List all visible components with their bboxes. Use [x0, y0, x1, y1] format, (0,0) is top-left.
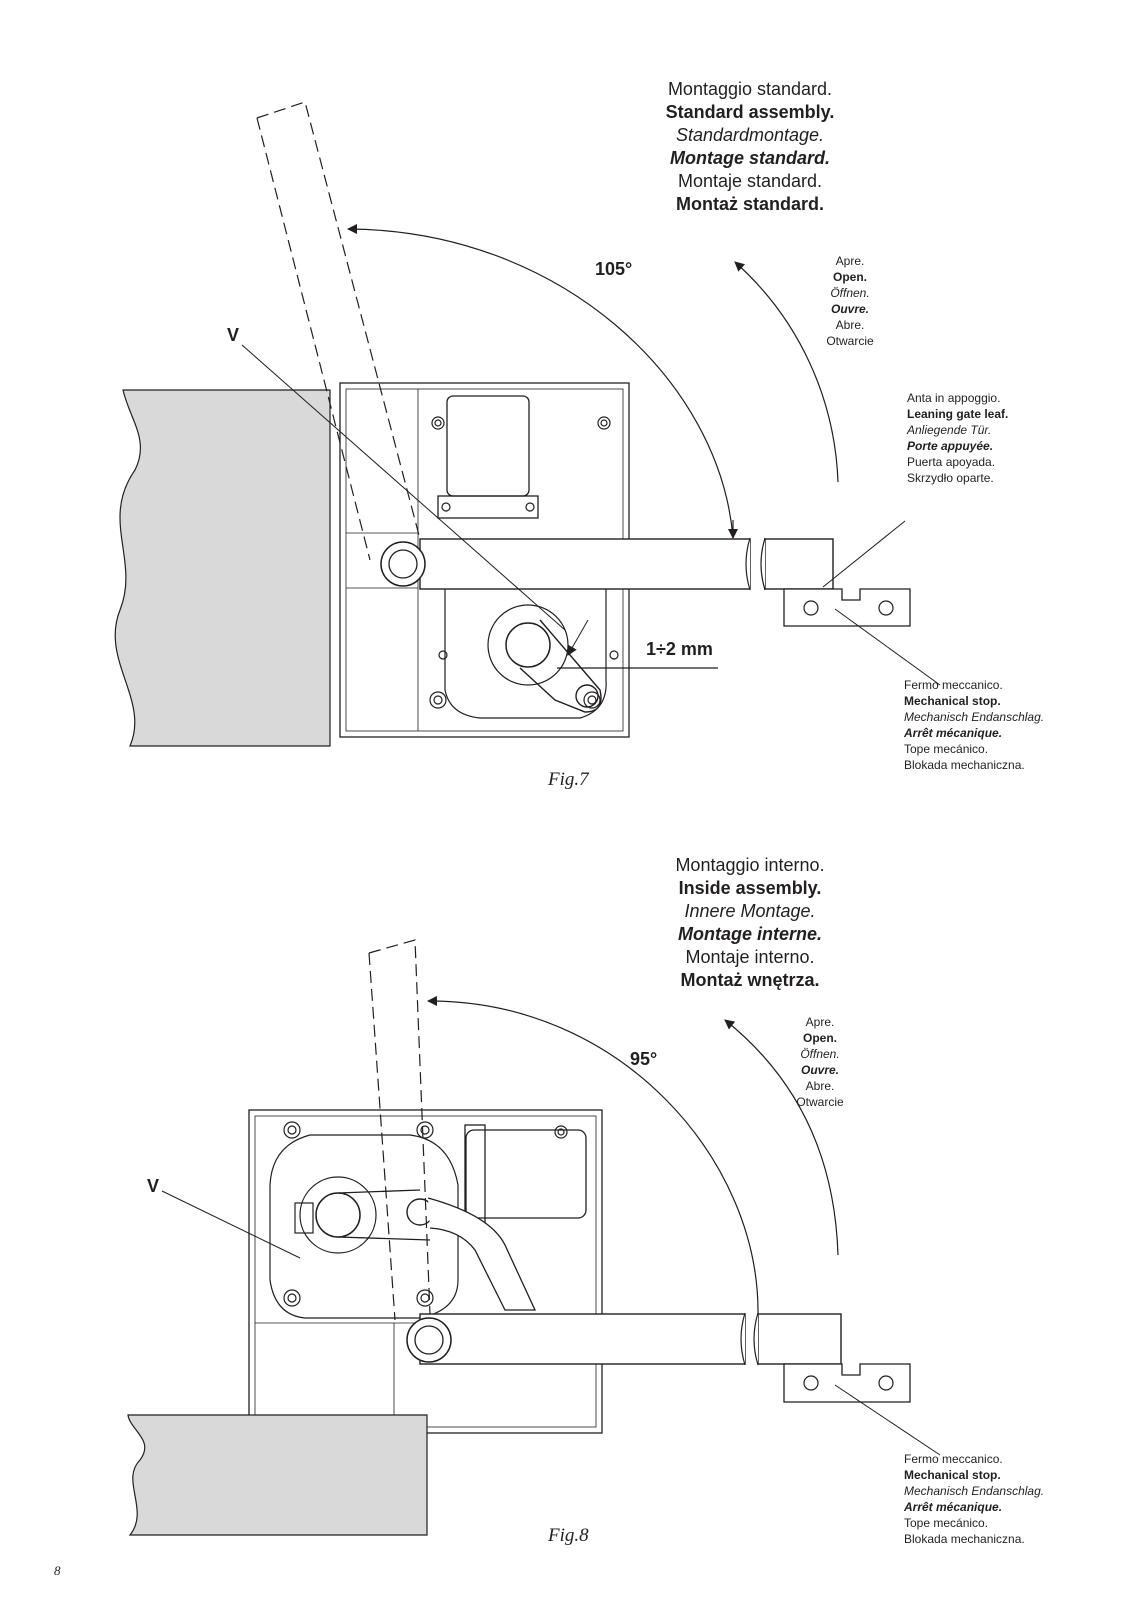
fig7-open-label: Apre. Open. Öffnen. Ouvre. Abre. Otwarci… [810, 253, 890, 349]
fig8-open-fr: Ouvre. [800, 1063, 839, 1077]
fig8-title-fr: Montage interne. [677, 924, 822, 944]
fig7-stop-pl: Blokada mechaniczna. [904, 758, 1025, 772]
fig7-title-block: Montaggio standard. Standard assembly. S… [630, 78, 870, 216]
fig8-open-leaf [368, 939, 431, 1321]
fig7-wall [114, 389, 331, 747]
page-number: 8 [54, 1563, 61, 1578]
fig7-leaf-fr: Porte appuyée. [907, 439, 994, 453]
fig8-open-pl: Otwarcie [796, 1095, 844, 1109]
fig7-stop-es: Tope mecánico. [904, 742, 989, 756]
fig8-stop-fr: Arrêt mécanique. [904, 1500, 1003, 1514]
fig8-title-pl: Montaż wnętrza. [680, 970, 820, 990]
fig7-open-pl: Otwarcie [826, 334, 874, 348]
fig7-open-de: Öffnen. [830, 286, 870, 300]
fig8-stop-en: Mechanical stop. [904, 1468, 1001, 1482]
fig8-drawing [127, 939, 941, 1536]
fig7-open-fr: Ouvre. [830, 302, 869, 316]
fig7-stop-en: Mechanical stop. [904, 694, 1001, 708]
fig7-arm [419, 538, 751, 590]
fig8-stop-pl: Blokada mechaniczna. [904, 1532, 1025, 1546]
fig8-title-en: Inside assembly. [678, 878, 822, 898]
fig8-title-block: Montaggio interno. Inside assembly. Inne… [630, 854, 870, 992]
fig7-leaf-de: Anliegende Tür. [907, 423, 992, 437]
fig8-stop-it: Fermo meccanico. [904, 1452, 1003, 1466]
fig7-title-de: Standardmontage. [675, 125, 825, 145]
fig7-lever [519, 619, 602, 713]
fig7-title-en: Standard assembly. [665, 102, 835, 122]
fig7-stop-it: Fermo meccanico. [904, 678, 1003, 692]
fig8-v-label: V [147, 1176, 160, 1196]
fig7-title-es: Montaje standard. [677, 171, 823, 191]
fig7-leaf-pl: Skrzydło oparte. [907, 471, 994, 485]
fig8-housing [248, 1109, 603, 1434]
fig8-open-en: Open. [802, 1031, 837, 1045]
fig7-shaft [505, 622, 551, 668]
fig7-caption: Fig.7 [548, 769, 589, 790]
fig7-title-it: Montaggio standard. [667, 79, 833, 99]
fig8-open-it: Apre. [805, 1015, 835, 1029]
fig8-stop-note: Fermo meccanico. Mechanical stop. Mechan… [904, 1451, 1044, 1547]
fig7-open-es: Abre. [835, 318, 865, 332]
fig7-open-en: Open. [832, 270, 867, 284]
fig7-open-arc [734, 261, 839, 483]
fig7-stop-plate [783, 588, 911, 627]
fig8-arm [419, 1313, 746, 1365]
fig8-wall [127, 1414, 428, 1536]
fig8-open-es: Abre. [805, 1079, 835, 1093]
fig8-open-label: Apre. Open. Öffnen. Ouvre. Abre. Otwarci… [780, 1014, 860, 1110]
fig7-motor [446, 395, 530, 497]
fig8-shaft [315, 1192, 361, 1238]
fig8-stop-de: Mechanisch Endanschlag. [904, 1484, 1045, 1498]
fig7-leaf-es: Puerta apoyada. [907, 455, 996, 469]
fig7-open-it: Apre. [835, 254, 865, 268]
fig7-title-fr: Montage standard. [669, 148, 830, 168]
fig7-stop-de: Mechanisch Endanschlag. [904, 710, 1045, 724]
fig7-open-leaf [256, 101, 421, 561]
fig7-title-pl: Montaż standard. [675, 194, 824, 214]
fig7-pivot [380, 541, 426, 587]
fig8-angle-label: 95° [630, 1049, 658, 1069]
fig8-motor [465, 1129, 587, 1219]
fig7-gap-label: 1÷2 mm [646, 639, 713, 659]
fig8-title-de: Innere Montage. [684, 901, 816, 921]
fig8-stop-es: Tope mecánico. [904, 1516, 989, 1530]
fig7-drawing [114, 101, 941, 747]
fig8-lever [337, 1189, 431, 1241]
fig8-pivot [406, 1317, 452, 1363]
fig8-open-de: Öffnen. [800, 1047, 840, 1061]
fig8-angle-arc [427, 995, 759, 1316]
fig8-caption: Fig.8 [548, 1525, 589, 1546]
fig8-stop-plate [783, 1363, 911, 1403]
fig8-open-arc [724, 1019, 839, 1256]
fig7-v-label: V [227, 325, 240, 345]
fig7-leaf-it: Anta in appoggio. [907, 391, 1001, 405]
fig7-angle-label: 105° [595, 259, 633, 279]
fig7-leaf-en: Leaning gate leaf. [907, 407, 1009, 421]
fig7-angle-arc [347, 224, 734, 539]
fig8-title-it: Montaggio interno. [675, 855, 825, 875]
fig8-gearbox [269, 1134, 459, 1319]
fig7-leaf-note: Anta in appoggio. Leaning gate leaf. Anl… [907, 390, 1008, 486]
fig7-stop-fr: Arrêt mécanique. [904, 726, 1003, 740]
fig8-title-es: Montaje interno. [685, 947, 815, 967]
fig7-stop-note: Fermo meccanico. Mechanical stop. Mechan… [904, 677, 1044, 773]
